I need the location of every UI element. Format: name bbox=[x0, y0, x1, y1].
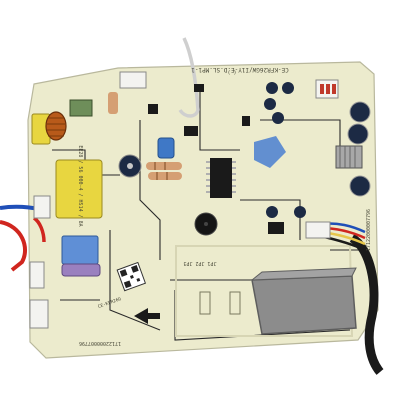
electrolytic-capacitors bbox=[118, 82, 371, 218]
small-ic-4 bbox=[242, 116, 250, 126]
terminal-left-1 bbox=[33, 195, 51, 219]
main-ic bbox=[210, 158, 232, 198]
power-resistor-1 bbox=[146, 162, 182, 170]
small-ic-2 bbox=[194, 84, 204, 92]
footprint-2 bbox=[229, 291, 241, 315]
capacitor-purple bbox=[61, 263, 101, 277]
film-capacitor-blue bbox=[157, 137, 175, 159]
terminal-left-3 bbox=[29, 261, 45, 289]
connector-ribbon bbox=[305, 221, 331, 239]
footprint-1 bbox=[199, 291, 211, 315]
relay-yellow bbox=[55, 159, 103, 219]
resistor-top bbox=[108, 92, 118, 114]
silk-vertical-right: 17122000007796 bbox=[366, 209, 372, 251]
power-resistor-2 bbox=[148, 172, 182, 180]
blue-sticker bbox=[254, 136, 286, 168]
grey-relay-box bbox=[251, 275, 357, 335]
relay-label: EE28 / 56 000-4 / HS14 / 8A bbox=[77, 145, 83, 226]
wire-white bbox=[178, 37, 200, 118]
small-ic-3 bbox=[268, 222, 284, 234]
wire-red bbox=[0, 220, 28, 272]
terminal-left-2 bbox=[29, 299, 49, 329]
silk-bottom: 17122000007796 bbox=[79, 340, 121, 346]
small-ic-5 bbox=[148, 104, 158, 114]
wire-red-2 bbox=[32, 216, 46, 243]
isolation-zone bbox=[175, 245, 354, 337]
qr-code bbox=[116, 261, 147, 292]
small-ic-1 bbox=[184, 126, 198, 136]
silk-right-top: ( ) bbox=[227, 70, 236, 76]
cable-black bbox=[349, 234, 384, 375]
silk-top: CE-KFR26GW/I1Y-E.D.SL.MP1-1 bbox=[191, 66, 289, 73]
inductor-coil bbox=[45, 111, 67, 141]
connector-top-left bbox=[119, 71, 147, 89]
silk-mid: JP1 JP2 JP3 bbox=[183, 260, 216, 266]
varistor bbox=[69, 99, 93, 117]
relay-blue bbox=[61, 235, 99, 265]
arrow-left-icon bbox=[134, 308, 160, 324]
